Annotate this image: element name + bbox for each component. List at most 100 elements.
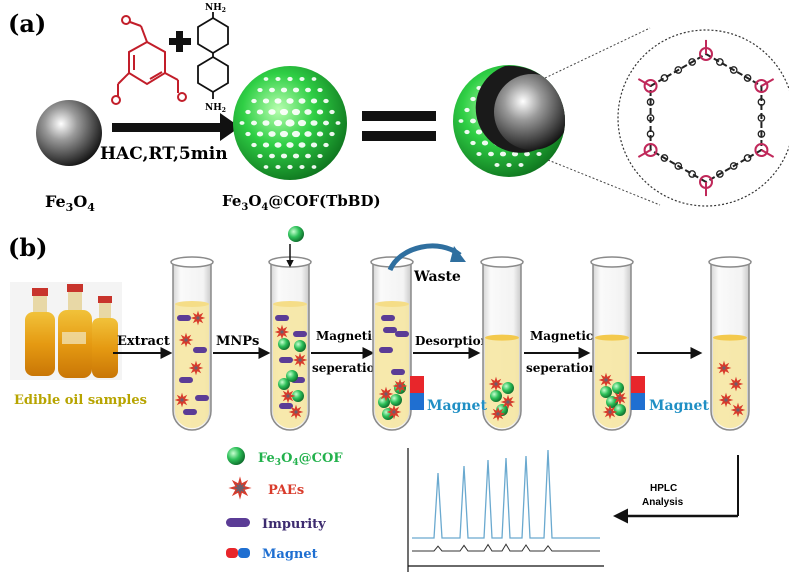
cof-bead-drop	[288, 226, 304, 242]
impurity-particle	[275, 315, 289, 321]
test-tube-5	[590, 256, 634, 431]
impurity-particle	[183, 409, 197, 415]
pore	[279, 130, 289, 138]
pore	[329, 131, 335, 137]
pore	[274, 142, 282, 148]
cof-bead	[390, 394, 402, 406]
pae-molecule	[190, 310, 206, 326]
pae-molecule	[392, 378, 408, 394]
pore	[263, 77, 269, 81]
pore	[239, 121, 245, 125]
pore	[518, 163, 524, 167]
chromatogram-blank-trace	[412, 543, 600, 552]
pore	[464, 107, 470, 113]
magnet-2	[631, 376, 645, 410]
cof-bead	[600, 386, 612, 398]
magnet-label-1: Magnet	[427, 398, 487, 414]
cof-bead	[278, 378, 290, 390]
pore	[317, 87, 323, 93]
framework-branch	[760, 78, 775, 87]
pore	[506, 162, 512, 168]
step-magnetic-2: Magnetic	[530, 329, 593, 343]
pae-molecule	[228, 476, 252, 500]
pore	[273, 119, 283, 127]
pae-molecule	[500, 394, 516, 410]
reaction-condition: HAC,RT,5min	[100, 144, 228, 164]
pore	[524, 151, 530, 157]
oil-bottles-image	[10, 282, 122, 380]
framework-node	[643, 143, 658, 157]
chromatogram-sample-trace	[412, 449, 600, 539]
cutaway-sphere	[453, 65, 565, 177]
impurity-particle	[383, 327, 397, 333]
pore	[286, 142, 294, 148]
fe3o4-label: Fe3O4	[45, 192, 95, 214]
pore	[298, 142, 306, 148]
pore	[262, 120, 270, 126]
pore	[470, 118, 476, 124]
test-tube-6	[708, 256, 752, 431]
pore	[464, 129, 470, 135]
impurity-particle	[395, 331, 409, 337]
legend-cof-icon	[227, 447, 245, 465]
waste-arrow-head	[450, 246, 466, 262]
pore	[304, 131, 312, 137]
pore	[280, 153, 288, 159]
pore	[291, 108, 301, 116]
framework-node	[754, 79, 769, 93]
pae-molecule	[598, 372, 614, 388]
cof-bead	[286, 370, 298, 382]
pae-molecule	[718, 392, 734, 408]
magnet-label-2: Magnet	[649, 398, 709, 414]
pore	[291, 130, 301, 138]
impurity-particle	[293, 331, 307, 337]
pore	[275, 76, 281, 82]
framework-ring	[729, 66, 738, 74]
framework-ring	[688, 58, 696, 66]
framework-ring	[757, 130, 766, 138]
pore	[323, 142, 329, 148]
framework-node	[754, 143, 769, 157]
legend-magnet-icon	[226, 548, 250, 558]
tube-liquid	[273, 304, 307, 428]
pore	[297, 119, 307, 127]
pae-molecule	[716, 360, 732, 376]
framework-ring	[674, 162, 683, 170]
waste-label: Waste	[413, 269, 461, 285]
framework-branch	[760, 149, 775, 158]
legend-impurity-icon	[226, 518, 250, 527]
hplc-chromatogram	[407, 448, 604, 572]
pae-molecule	[288, 404, 304, 420]
pore	[310, 142, 318, 148]
framework-ring	[660, 74, 669, 82]
trialdehyde-structure	[111, 15, 187, 105]
impurity-particle	[379, 347, 393, 353]
pore	[245, 109, 251, 115]
framework-ring	[688, 170, 696, 178]
pore	[458, 119, 464, 123]
hplc-label: HPLC	[650, 483, 677, 494]
framework-node	[643, 79, 658, 93]
benzidine-structure	[197, 12, 229, 99]
pore	[251, 142, 257, 148]
pae-molecule	[174, 392, 190, 408]
pore	[262, 98, 270, 104]
framework-zoom-circle	[617, 29, 789, 207]
framework-ring	[743, 154, 752, 162]
framework-ring	[674, 66, 683, 74]
impurity-particle	[177, 315, 191, 321]
pore	[299, 164, 305, 170]
pore	[257, 87, 263, 93]
cof-bead	[292, 390, 304, 402]
pae-molecule	[602, 404, 618, 420]
impurity-particle	[279, 357, 293, 363]
pore	[268, 109, 276, 115]
cof-bead	[490, 390, 502, 402]
framework-ring	[743, 74, 752, 82]
pore	[511, 151, 519, 157]
pae-molecule	[280, 388, 296, 404]
pore	[316, 109, 324, 115]
pae-molecule	[188, 360, 204, 376]
pore	[310, 120, 318, 126]
